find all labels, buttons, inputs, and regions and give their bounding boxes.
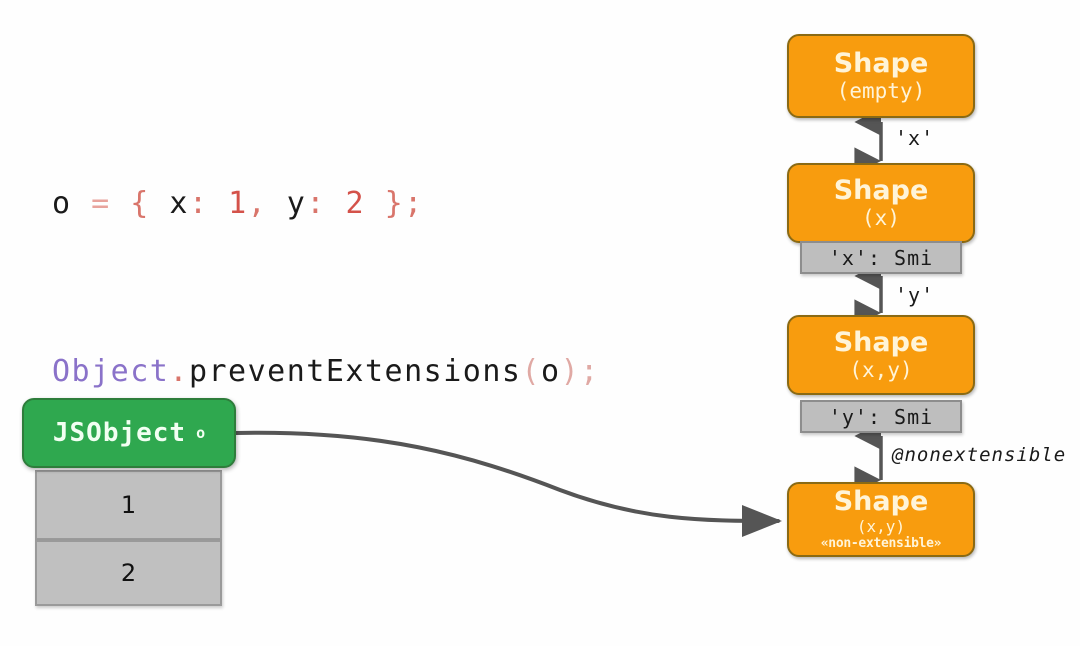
code-token: . [169,354,189,389]
code-token: preventExtensions [188,354,522,389]
transition-label-y: 'y' [895,283,935,307]
shape-subtitle: (x) [862,205,900,230]
shape-node-empty[interactable]: Shape (empty) [787,34,975,118]
code-token: { [130,186,170,221]
code-token: x [169,186,189,221]
shape-title: Shape [833,326,929,358]
code-token: o [52,186,92,221]
code-snippet: o = { x: 1, y: 2 }; Object.preventExtens… [52,64,600,512]
shape-subtitle: (x,y) [849,357,913,382]
jsobject-node[interactable]: JSObject o [22,398,236,468]
code-line-2: Object.preventExtensions(o); [52,344,600,400]
shape-node-xy[interactable]: Shape (x,y) [787,315,975,395]
code-line-1: o = { x: 1, y: 2 }; [52,176,600,232]
jsobject-slot-1[interactable]: 2 [35,540,222,606]
code-token: y [286,186,307,221]
code-token: , [247,186,287,221]
code-token: : [188,186,229,221]
code-token: 2 [345,186,385,221]
code-token: }; [384,186,424,221]
code-token: 1 [228,186,248,221]
shape-subtitle: (empty) [836,78,926,103]
code-token: ( [521,354,542,389]
shape-property-y[interactable]: 'y': Smi [800,400,962,433]
shape-subtitle: (x,y) [856,517,906,536]
shape-node-xy-nonextensible[interactable]: Shape (x,y) «non-extensible» [787,482,975,557]
shape-title: Shape [833,174,929,206]
code-token: : [306,186,346,221]
transition-label-x: 'x' [895,126,935,150]
shape-node-x[interactable]: Shape (x) [787,163,975,243]
transition-label-nonextensible: @nonextensible [892,444,1067,466]
jsobject-label: JSObject [52,418,187,448]
shape-nonextensible-note: «non-extensible» [820,536,942,551]
code-token: ); [560,354,600,389]
jsobject-variable-label: o [196,424,206,442]
code-token: o [541,354,561,389]
shape-title: Shape [833,486,929,517]
code-token: Object [52,354,170,389]
shape-property-x[interactable]: 'x': Smi [800,241,962,274]
shape-title: Shape [833,47,929,79]
code-token: = [91,186,131,221]
jsobject-slot-0[interactable]: 1 [35,470,222,540]
